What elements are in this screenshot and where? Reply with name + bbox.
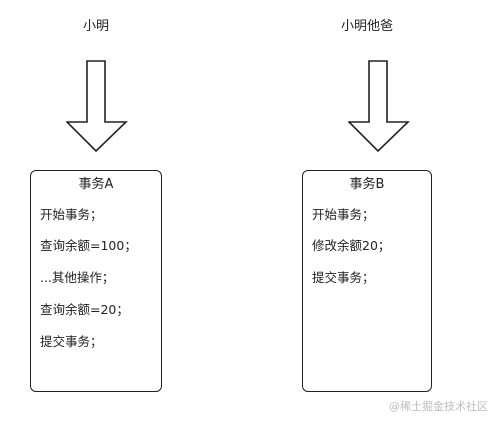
transaction-b-step: 修改余额20； [312,238,391,253]
actor-label-xiaoming: 小明 [82,19,109,34]
transaction-a-step: 查询余额=100； [40,238,137,253]
transaction-a-step: ...其他操作； [40,270,115,285]
transaction-b-step: 开始事务； [312,207,375,222]
transaction-a-box: 事务A 开始事务； 查询余额=100； ...其他操作； 查询余额=20； 提交… [30,170,162,392]
transaction-a-step: 提交事务； [40,334,103,349]
transaction-a-step: 查询余额=20； [40,302,129,317]
transaction-b-box: 事务B 开始事务； 修改余额20； 提交事务； [302,170,432,392]
watermark-text: @稀土掘金技术社区 [389,400,488,413]
transaction-b-title: 事务B [349,177,385,192]
transaction-a-title: 事务A [78,177,114,192]
actor-label-xiaoming-dad: 小明他爸 [340,19,393,34]
left-down-arrow-icon [66,60,128,153]
transaction-a-step: 开始事务； [40,207,103,222]
transaction-b-step: 提交事务； [312,270,375,285]
right-down-arrow-icon [348,60,410,153]
